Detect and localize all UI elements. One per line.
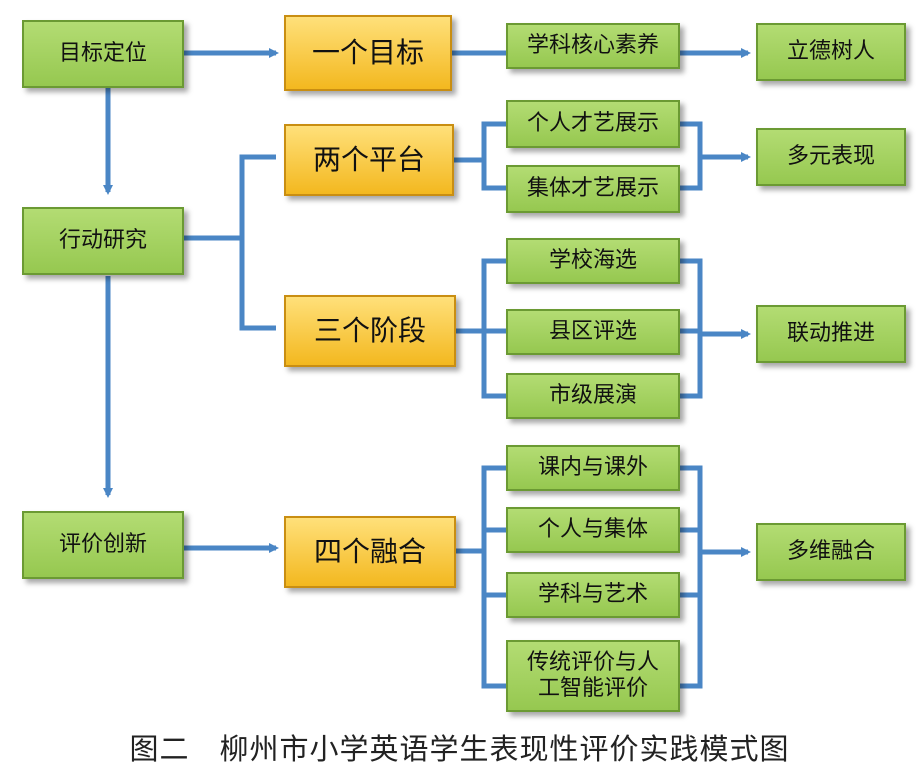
arrow-action-to-platforms (184, 154, 276, 241)
fork-talents-left (481, 121, 506, 191)
node-school-select: 学校海选 (506, 238, 680, 284)
arrow-action-to-stages (239, 238, 276, 331)
fork-talents-right (680, 121, 703, 191)
node-goal: 目标定位 (22, 20, 184, 88)
node-three-stages: 三个阶段 (284, 295, 456, 367)
figure-caption: 图二 柳州市小学英语学生表现性评价实践模式图 (129, 732, 790, 766)
node-individual-group: 个人与集体 (506, 507, 680, 553)
node-group-talent: 集体才艺展示 (506, 165, 680, 213)
fork-fusions-left (481, 465, 506, 689)
node-multidim: 多维融合 (756, 523, 906, 581)
node-city-show: 市级展演 (506, 373, 680, 419)
node-subject-art: 学科与艺术 (506, 572, 680, 618)
node-personal-talent: 个人才艺展示 (506, 100, 680, 148)
node-four-fusions: 四个融合 (284, 516, 456, 588)
fork-fusions-right (680, 465, 703, 689)
node-linkage: 联动推进 (756, 305, 906, 363)
node-county-select: 县区评选 (506, 309, 680, 355)
node-action: 行动研究 (22, 207, 184, 275)
node-moral: 立德树人 (756, 23, 906, 81)
node-innovation: 评价创新 (22, 511, 184, 579)
node-two-platforms: 两个平台 (284, 124, 454, 196)
node-diverse: 多元表现 (756, 128, 906, 186)
node-traditional-ai: 传统评价与人工智能评价 (506, 640, 680, 712)
node-one-goal: 一个目标 (284, 15, 452, 91)
node-core-literacy: 学科核心素养 (506, 23, 680, 69)
node-in-out-class: 课内与课外 (506, 445, 680, 491)
